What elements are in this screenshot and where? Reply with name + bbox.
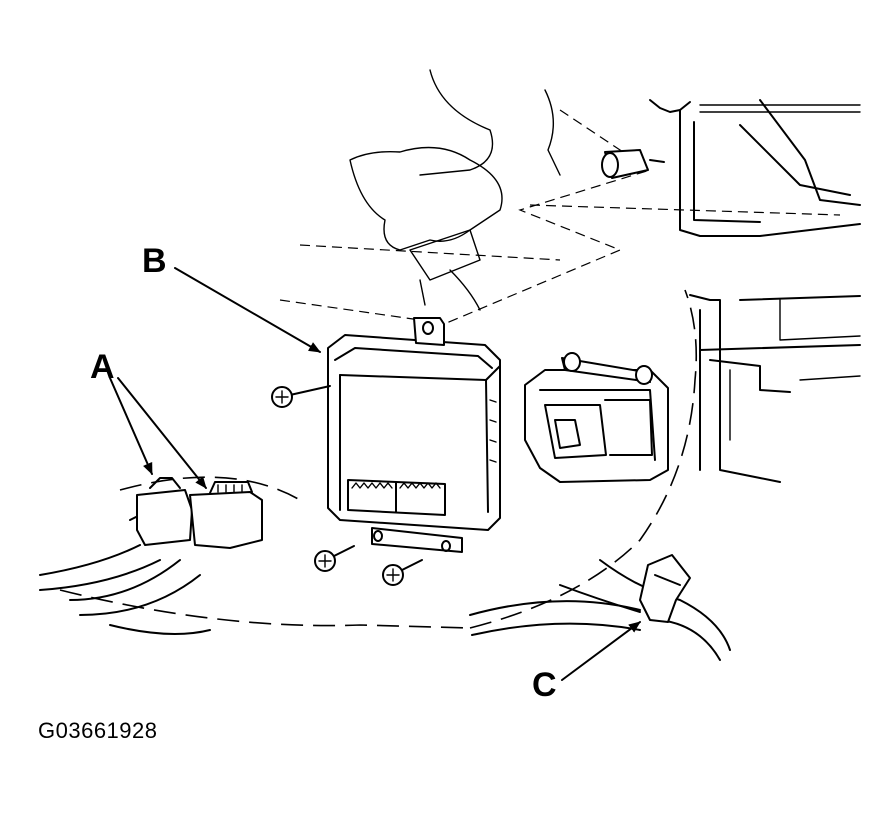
- mounting-screw-lower-left: [314, 545, 355, 572]
- control-unit-b: [327, 317, 501, 553]
- mounting-screw-left: [271, 385, 331, 408]
- wire-harness-a: [39, 477, 263, 635]
- dash-panel-outline: [59, 109, 841, 629]
- callout-a: A: [90, 348, 115, 386]
- lower-harness-c: [469, 554, 731, 661]
- callout-b: B: [142, 242, 167, 280]
- mating-connector-assembly: [524, 352, 669, 483]
- mounting-screw-lower-right: [382, 559, 423, 586]
- callout-c: C: [532, 666, 557, 704]
- heater-unit-housing: [649, 99, 861, 483]
- callout-leaders: [109, 267, 641, 681]
- figure-id: G03661928: [38, 718, 158, 743]
- upper-mount-bolt: [601, 149, 665, 179]
- steering-column-sketch: [349, 69, 561, 311]
